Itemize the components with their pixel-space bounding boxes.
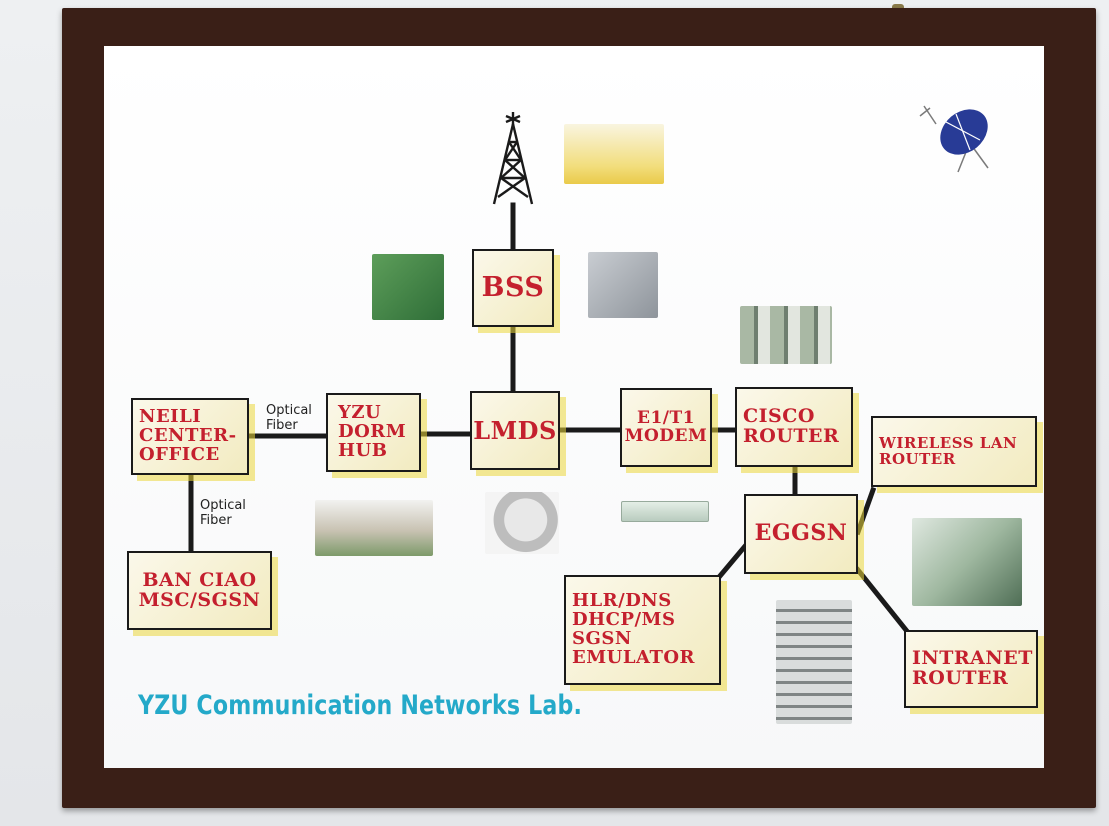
node-intranet-line2: ROUTER — [912, 667, 1009, 689]
node-yzu-line3: HUB — [338, 439, 388, 461]
node-ban-ciao-line2: MSC/SGSN — [138, 588, 261, 611]
node-cisco-line1: CISCO — [743, 405, 815, 428]
link-eggsn-hlr — [716, 541, 750, 580]
dish-antenna-photo — [485, 492, 559, 554]
node-neili-line2: CENTER- — [139, 425, 237, 447]
dormitory-buildings-photo — [315, 500, 433, 556]
node-e1t1-modem: E1/T1 MODEM — [620, 388, 712, 467]
link-label-neili-ban-line1: Optical — [200, 498, 246, 513]
node-wireless-lan-router: WIRELESS LAN ROUTER — [871, 416, 1037, 487]
node-bss-label: BSS — [481, 271, 545, 303]
computer-lab-photo — [912, 518, 1022, 606]
node-ban-ciao-line1: BAN CIAO — [142, 568, 257, 591]
node-wireless-line1: WIRELESS LAN — [879, 433, 1018, 452]
node-hlr-dns-emulator: HLR/DNS DHCP/MS SGSN EMULATOR — [564, 575, 721, 685]
link-eggsn-wireless — [854, 486, 877, 536]
node-lmds-label: LMDS — [473, 415, 557, 445]
link-label-neili-yzu-line2: Fiber — [266, 418, 298, 433]
link-label-neili-yzu-line1: Optical — [266, 403, 312, 418]
node-hlr-line4: EMULATOR — [572, 646, 696, 668]
node-ban-ciao-msc-sgsn: BAN CIAO MSC/SGSN — [127, 551, 272, 630]
field-antenna-photo — [564, 124, 664, 184]
node-intranet-line1: INTRANET — [912, 647, 1033, 670]
node-eggsn-label: EGGSN — [754, 520, 848, 547]
node-eggsn: EGGSN — [744, 494, 858, 574]
node-cisco-line2: ROUTER — [743, 425, 840, 447]
link-eggsn-intranet — [854, 566, 910, 634]
link-label-neili-yzu: Optical Fiber — [266, 403, 312, 433]
antenna-tower-icon — [492, 112, 534, 205]
server-rack-photo — [776, 600, 852, 724]
node-hlr-line2: DHCP/MS — [572, 609, 676, 631]
node-e1t1-line1: E1/T1 — [637, 407, 695, 428]
node-hlr-line3: SGSN — [572, 628, 632, 649]
node-e1t1-line2: MODEM — [624, 425, 708, 446]
router-modules-photo — [740, 306, 832, 364]
node-intranet-router: INTRANET ROUTER — [904, 630, 1038, 708]
node-neili-center-office: NEILI CENTER- OFFICE — [131, 398, 249, 475]
node-cisco-router: CISCO ROUTER — [735, 387, 853, 467]
node-wireless-line2: ROUTER — [879, 449, 956, 468]
board-title: YZU Communication Networks Lab. — [138, 690, 583, 721]
circuit-board-photo — [372, 254, 444, 320]
node-yzu-line2: DORM — [338, 421, 407, 443]
node-yzu-dorm-hub: YZU DORM HUB — [326, 393, 421, 472]
modem-device-photo — [621, 501, 709, 522]
node-hlr-line1: HLR/DNS — [572, 590, 672, 612]
node-bss: BSS — [472, 249, 554, 327]
node-lmds: LMDS — [470, 391, 560, 470]
link-label-neili-ban-line2: Fiber — [200, 513, 232, 528]
link-label-neili-ban: Optical Fiber — [200, 498, 246, 528]
satellite-dish-icon — [919, 105, 989, 173]
node-neili-line1: NEILI — [139, 406, 202, 428]
node-yzu-line1: YZU — [338, 402, 382, 424]
node-neili-line3: OFFICE — [139, 443, 220, 465]
equipment-rack-photo — [588, 252, 658, 318]
